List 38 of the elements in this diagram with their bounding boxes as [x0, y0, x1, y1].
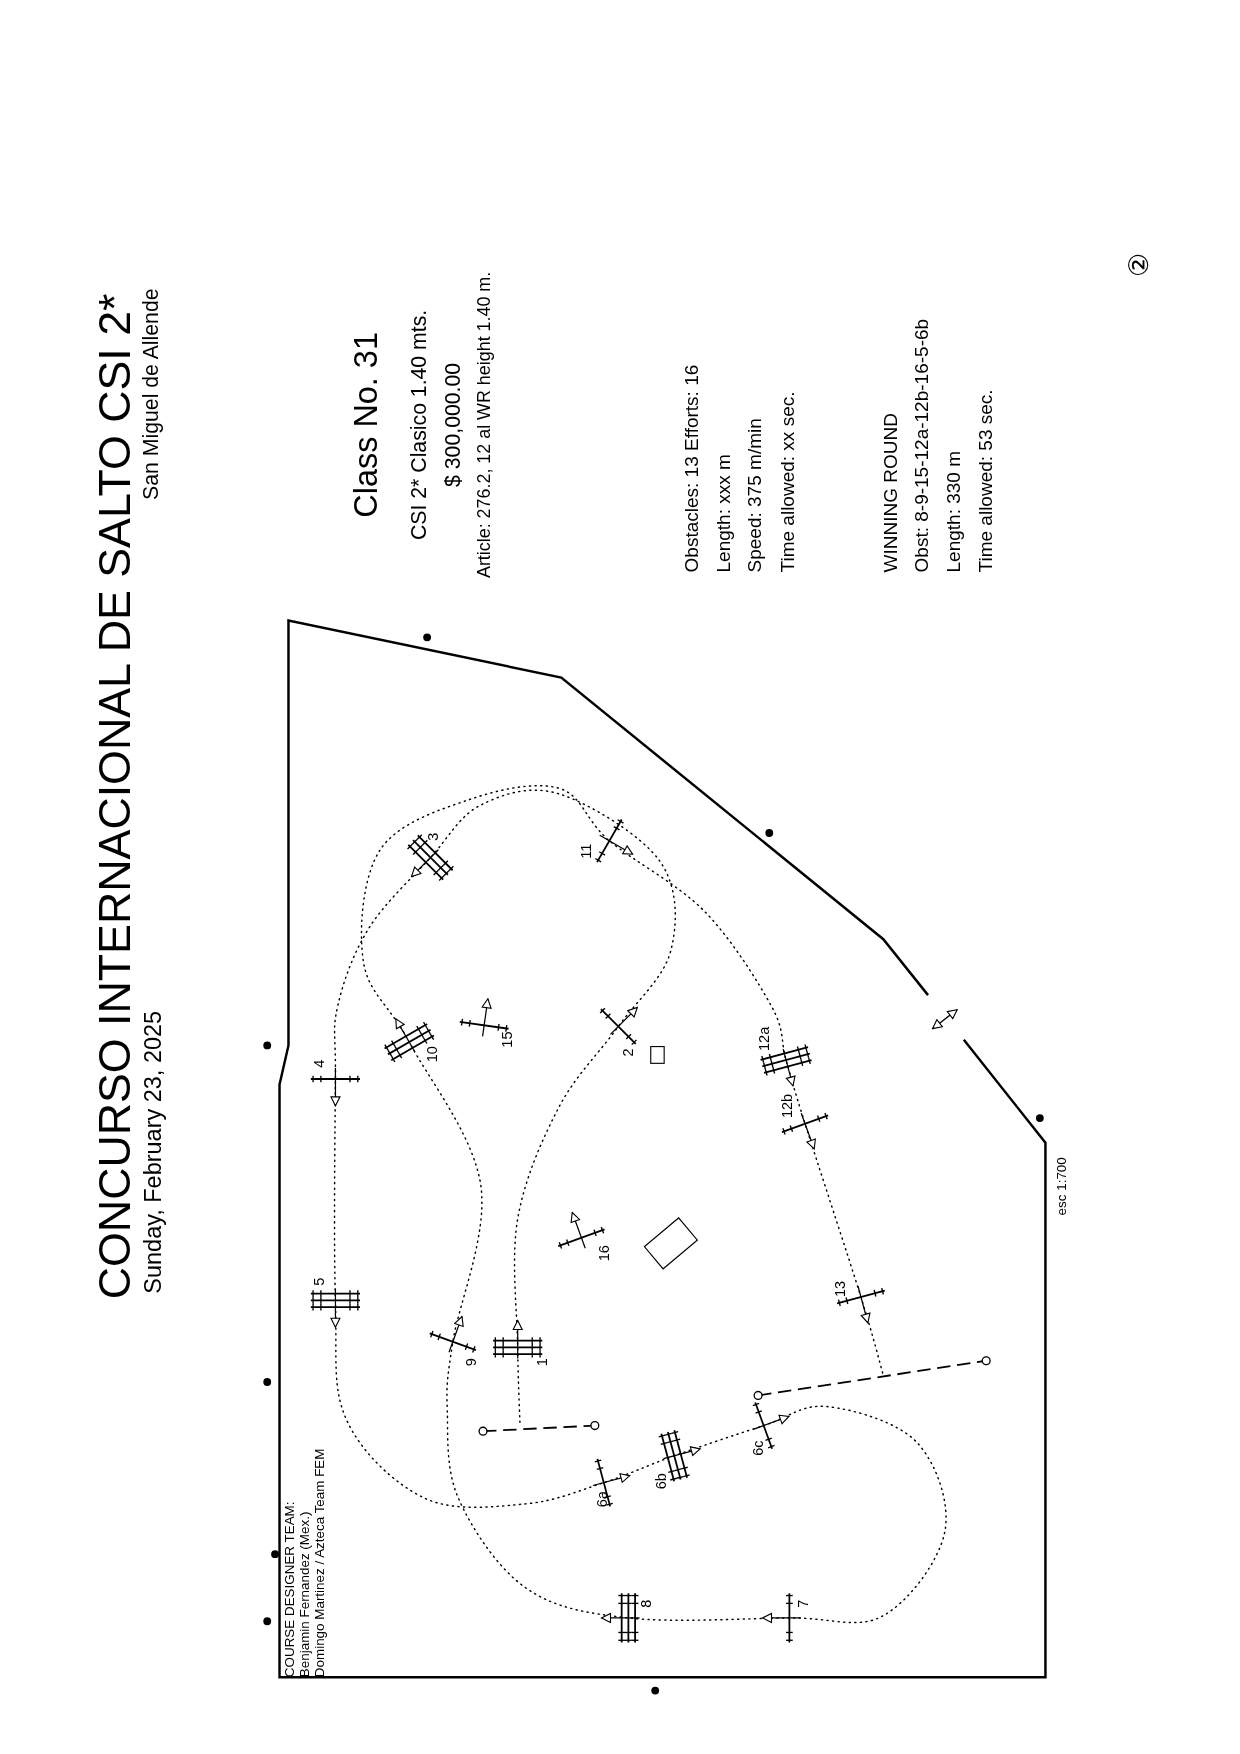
course-info-text: Speed: 375 m/min	[745, 418, 767, 573]
designer-name: Domingo Martinez / Azteca Team FEM	[313, 1448, 328, 1678]
jump-number: 7	[796, 1599, 813, 1608]
designer-name: Benjamin Fernandez (Mex.)	[297, 1511, 313, 1678]
jump-number: 13	[833, 1280, 849, 1297]
jump-number: 4	[311, 1059, 328, 1068]
jump-number: 9	[464, 1358, 480, 1367]
jump-number: 6c	[750, 1440, 767, 1456]
page-number: ②	[1124, 252, 1155, 278]
title-text: CONCURSO INTERNACIONAL DE SALTO CSI 2*	[89, 293, 139, 1300]
date-text: Sunday, February 23, 2025	[139, 1010, 166, 1294]
jump-number: 11	[579, 843, 596, 859]
class-heading: Class No. 31	[348, 331, 385, 520]
course-info-text: Obstacles: 13 Efforts: 16	[682, 364, 703, 573]
jump-number: 15	[499, 1031, 516, 1048]
jump-number: 1	[534, 1358, 551, 1367]
jump-number: 16	[597, 1245, 614, 1262]
scale-text: esc 1:700	[1054, 1157, 1070, 1216]
course-info-text: Time allowed: xx sec.	[778, 391, 800, 573]
designer-heading: COURSE DESIGNER TEAM:	[282, 1501, 298, 1678]
course-info-text: Length: 330 m	[944, 450, 966, 573]
venue-text: San Miguel de Allende	[139, 288, 164, 502]
jump-number: 6b	[654, 1473, 671, 1490]
prize-text: $ 300,000.00	[441, 361, 465, 489]
jump-number: 12b	[779, 1093, 796, 1119]
article-text: Article: 276.2, 12 al WR height 1.40 m.	[474, 270, 494, 581]
jump-number: 3	[426, 832, 442, 841]
course-info-text: Length: xxx m	[714, 454, 736, 573]
jump-number: 12a	[756, 1026, 773, 1052]
jump-number: 2	[620, 1048, 637, 1057]
course-info-text: WINNING ROUND	[881, 413, 902, 573]
course-info-text: Time allowed: 53 sec.	[976, 389, 997, 573]
jump-number: 6a	[594, 1491, 611, 1508]
jump-number: 5	[311, 1277, 328, 1286]
jump-number: 8	[638, 1599, 655, 1608]
jump-number: 10	[424, 1046, 441, 1063]
course-info-text: Obst: 8-9-15-12a-12b-16-5-6b	[912, 318, 934, 573]
class-info-text: CSI 2* Clasico 1.40 mts.	[408, 308, 432, 542]
